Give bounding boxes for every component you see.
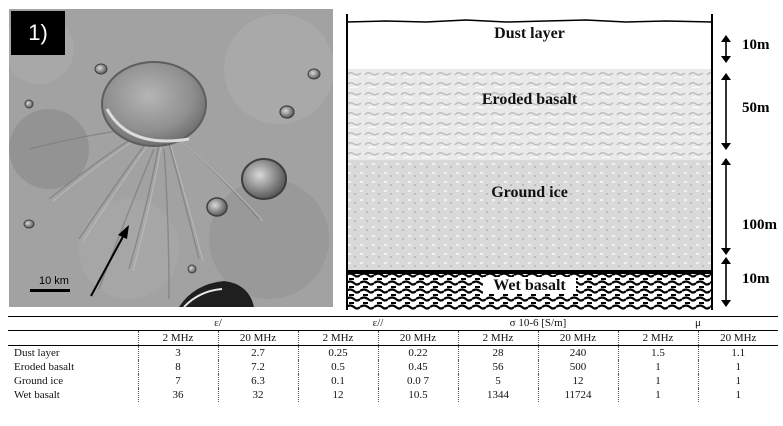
row-name: Wet basalt: [14, 389, 60, 401]
freq-header: 20 MHz: [537, 330, 618, 346]
cell: 1: [697, 374, 778, 388]
scale-bar: [30, 289, 70, 292]
wet-basalt-label-box: Wet basalt: [346, 277, 713, 295]
crater-terrain-graphic: [9, 9, 333, 307]
group-header-row: ε/ ε// σ 10-6 [S/m] μ: [8, 316, 778, 331]
eroded-basalt-thickness: 50m: [742, 100, 770, 116]
eroded-basalt-label: Eroded basalt: [481, 91, 578, 108]
conductivity-header: σ 10-6 [S/m]: [509, 317, 567, 329]
cell: 5: [457, 374, 538, 388]
cell: 0.45: [377, 360, 458, 374]
dust-layer-label: Dust layer: [494, 25, 565, 42]
cell: 3: [137, 345, 218, 360]
cell: 1: [697, 360, 778, 374]
freq-header: 2 MHz: [457, 330, 538, 346]
ground-ice-label: Ground ice: [491, 184, 568, 201]
freq-header: 2 MHz: [617, 330, 698, 346]
ground-ice-thickness: 100m: [742, 217, 777, 233]
cell: 7.2: [217, 360, 298, 374]
cell: 0.5: [297, 360, 378, 374]
table-row: Eroded basalt 8 7.2 0.5 0.45 56 500 1 1: [8, 360, 778, 374]
cell: 6.3: [217, 374, 298, 388]
cell: 0.22: [377, 345, 458, 360]
thickness-arrows: [721, 35, 731, 307]
freq-header: 2 MHz: [297, 330, 378, 346]
scale-bar-label: 10 km: [39, 275, 69, 287]
crater-image: [9, 9, 333, 307]
table-row: Wet basalt 36 32 12 10.5 1344 11724 1 1: [8, 388, 778, 402]
cell: 1344: [457, 388, 538, 402]
cell: 1.5: [617, 345, 698, 360]
wet-basalt-label: Wet basalt: [483, 277, 576, 294]
permittivity-real-header: ε/: [214, 317, 222, 329]
cell: 8: [137, 360, 218, 374]
table-top-rule: [8, 316, 778, 317]
cell: 0.1: [297, 374, 378, 388]
freq-header: 20 MHz: [377, 330, 458, 346]
cell: 1: [617, 374, 698, 388]
cell: 1.1: [697, 345, 778, 360]
ground-ice-layer: [346, 160, 713, 272]
row-name: Ground ice: [14, 375, 64, 387]
permittivity-imag-header: ε//: [372, 317, 384, 329]
wet-basalt-thickness: 10m: [742, 271, 770, 287]
column-left-border: [346, 14, 348, 310]
cell: 1: [697, 388, 778, 402]
cell: 1: [617, 360, 698, 374]
cell: 500: [537, 360, 618, 374]
dust-thickness: 10m: [742, 37, 770, 53]
cell: 12: [297, 388, 378, 402]
row-name: Dust layer: [14, 347, 60, 359]
permeability-header: μ: [695, 317, 701, 329]
empty-header-cell: [8, 330, 138, 346]
wet-basalt-boundary: [346, 270, 713, 274]
freq-header: 2 MHz: [137, 330, 218, 346]
cell: 32: [217, 388, 298, 402]
stratigraphy-column: Dust layer Eroded basalt Ground ice Wet …: [346, 14, 713, 310]
column-top-edge: [346, 19, 713, 23]
freq-header: 20 MHz: [697, 330, 778, 346]
electromagnetic-properties-table: ε/ ε// σ 10-6 [S/m] μ 2 MHz 20 MHz 2 MHz…: [8, 316, 778, 402]
cell: 28: [457, 345, 538, 360]
cell: 56: [457, 360, 538, 374]
cell: 7: [137, 374, 218, 388]
cell: 10.5: [377, 388, 458, 402]
cell: 11724: [537, 388, 618, 402]
cell: 1: [617, 388, 698, 402]
cell: 2.7: [217, 345, 298, 360]
freq-header: 20 MHz: [217, 330, 298, 346]
cell: 240: [537, 345, 618, 360]
panel-label: 1): [11, 11, 65, 55]
row-name: Eroded basalt: [14, 361, 75, 373]
column-right-border: [711, 14, 713, 310]
cell: 0.25: [297, 345, 378, 360]
frequency-header-row: 2 MHz 20 MHz 2 MHz 20 MHz 2 MHz 20 MHz 2…: [8, 330, 778, 346]
cell: 12: [537, 374, 618, 388]
cell: 36: [137, 388, 218, 402]
table-row: Ground ice 7 6.3 0.1 0.0 7 5 12 1 1: [8, 374, 778, 388]
dust-layer: [346, 22, 713, 69]
ground-ice-texture: [346, 160, 713, 272]
empty-header-cell: [8, 316, 138, 331]
eroded-basalt-layer: [346, 69, 713, 160]
cell: 0.0 7: [377, 374, 458, 388]
table-row: Dust layer 3 2.7 0.25 0.22 28 240 1.5 1.…: [8, 345, 778, 360]
eroded-basalt-texture: [346, 69, 713, 160]
